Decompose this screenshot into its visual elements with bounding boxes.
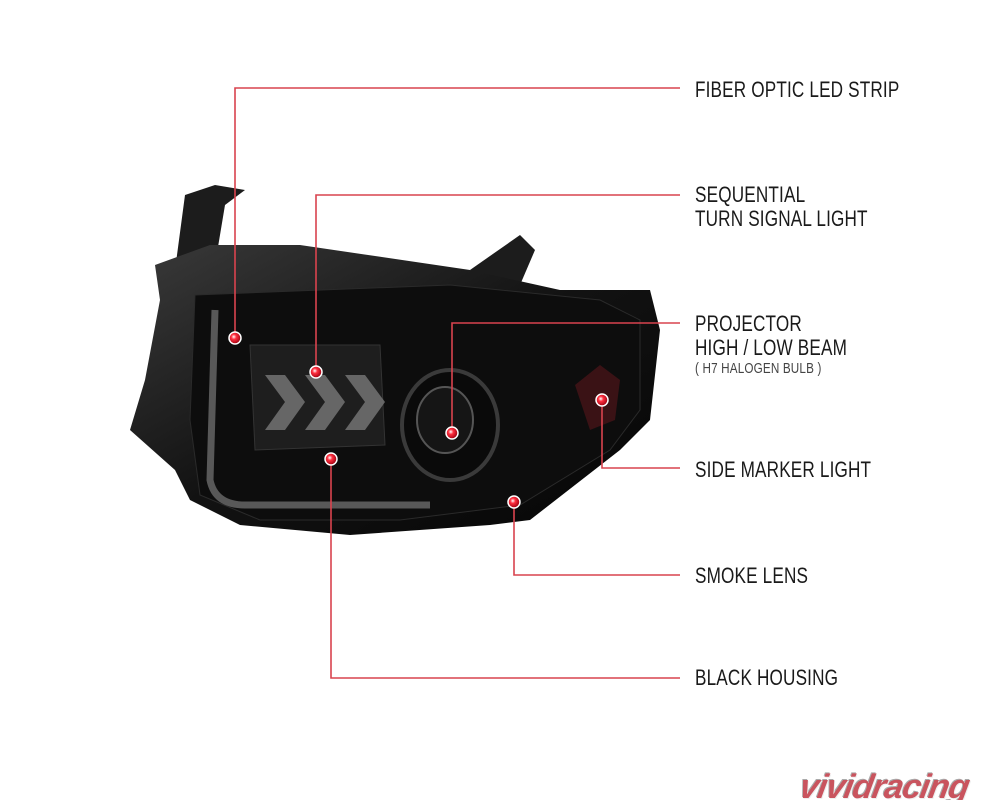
label-side-marker: SIDE MARKER LIGHT [695,458,871,482]
callout-line-black-housing [330,459,680,679]
callout-dot-smoke-lens [507,495,521,509]
housing [130,185,660,535]
callout-lines [234,87,680,679]
callout-dot-side-marker [595,393,609,407]
label-line: BLACK HOUSING [695,665,839,690]
label-note: ( H7 HALOGEN BULB ) [695,360,822,377]
label-sequential: SEQUENTIAL TURN SIGNAL LIGHT [695,183,868,231]
callout-line-fiber-optic [234,87,680,338]
label-smoke-lens: SMOKE LENS [695,564,808,588]
label-line: SIDE MARKER LIGHT [695,457,872,482]
callout-line-side-marker [601,400,680,469]
label-line: TURN SIGNAL LIGHT [695,206,868,231]
label-projector: PROJECTOR HIGH / LOW BEAM ( H7 HALOGEN B… [695,312,847,378]
callout-line-projector [451,322,680,433]
label-line: SMOKE LENS [695,563,809,588]
callout-dots [228,331,609,509]
callout-dot-black-housing [324,452,338,466]
callout-dot-fiber-optic [228,331,242,345]
callout-dot-sequential [309,365,323,379]
label-fiber-optic: FIBER OPTIC LED STRIP [695,78,899,102]
label-line: PROJECTOR [695,311,802,336]
label-line: SEQUENTIAL [695,182,806,207]
brand-logo: vividracing [796,768,972,800]
callout-dot-projector [445,426,459,440]
label-line: FIBER OPTIC LED STRIP [695,77,900,102]
label-black-housing: BLACK HOUSING [695,666,838,690]
callout-line-smoke-lens [513,502,680,576]
label-line: HIGH / LOW BEAM [695,335,848,360]
callout-line-sequential [315,194,680,372]
